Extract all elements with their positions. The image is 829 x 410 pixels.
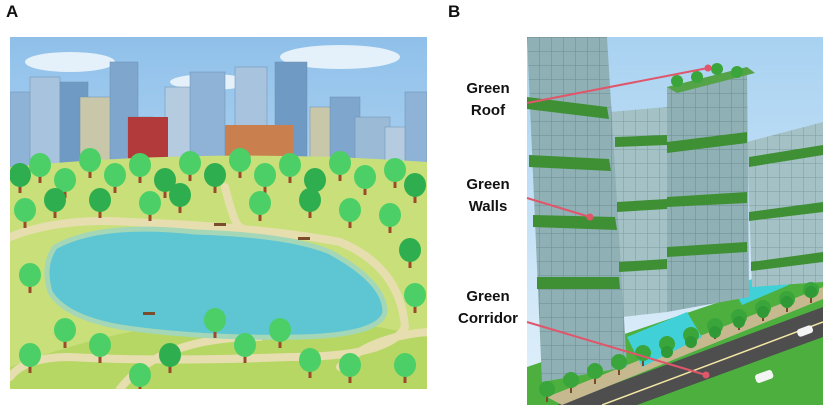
car-icons [755, 325, 814, 383]
green-city-illustration [527, 37, 823, 405]
callout-green-walls: Green Walls [448, 174, 528, 218]
green-wall-strips [527, 97, 823, 289]
callout-walls-line1: Green [466, 176, 510, 193]
callout-corridor-line1: Green [466, 288, 510, 305]
callout-roof-line1: Green [466, 80, 510, 97]
bench-icons [143, 223, 310, 315]
callout-corridor-line2: Corridor [458, 310, 518, 327]
callout-green-corridor: Green Corridor [443, 286, 533, 330]
road [557, 307, 823, 405]
corridor-pointer-line [526, 321, 707, 376]
urban-park-illustration [10, 37, 427, 389]
roof-pointer-line [526, 67, 709, 104]
lake [44, 226, 388, 340]
callout-green-roof: Green Roof [448, 78, 528, 122]
panel-label-a: A [6, 2, 19, 21]
walls-pointer-line [526, 197, 591, 218]
callout-roof-line2: Roof [470, 102, 506, 119]
city-skyline [10, 61, 427, 170]
street-trees [539, 63, 819, 402]
callout-walls-line2: Walls [468, 198, 508, 215]
park-trees [10, 148, 426, 389]
panel-label-b: B [448, 2, 461, 21]
